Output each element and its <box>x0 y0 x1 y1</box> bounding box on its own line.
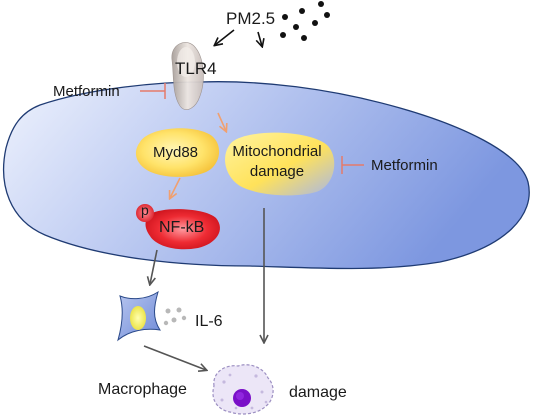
il6-label: IL-6 <box>195 313 223 330</box>
phospho-label: p <box>141 202 149 218</box>
macrophage-label: Macrophage <box>98 381 187 398</box>
damage-label: damage <box>289 384 347 401</box>
nfkb-label: NF-kB <box>159 219 205 236</box>
pm25-to-tlr4-arrow <box>215 29 235 45</box>
il6-particles <box>163 307 187 326</box>
tlr4-receptor <box>171 42 204 110</box>
metformin-label-right: Metformin <box>371 157 438 174</box>
myd88-label: Myd88 <box>153 144 199 161</box>
nfkb-shape <box>145 209 220 250</box>
pm25-down-arrow <box>258 31 262 46</box>
macrophage-to-damage-arrow <box>143 345 206 370</box>
macrophage-cell-icon <box>117 290 162 342</box>
pm25-label: PM2.5 <box>226 9 276 28</box>
tlr4-to-mito-arrow <box>217 112 226 131</box>
pm25-particles <box>280 1 330 41</box>
mitochondrial-damage-shape <box>225 132 335 196</box>
mito-label-line1: Mitochondrial <box>232 143 322 160</box>
damaged-cell-icon <box>212 364 274 415</box>
nfkb-to-macrophage-arrow <box>150 249 158 284</box>
metformin-inhibit-tlr4 <box>140 83 166 99</box>
tlr4-label: TLR4 <box>175 59 217 78</box>
metformin-inhibit-mito <box>341 156 364 174</box>
myd88-shape <box>135 128 220 177</box>
myd88-to-nfkb-arrow <box>170 177 181 198</box>
metformin-label-left: Metformin <box>53 83 120 100</box>
phospho-marker <box>136 204 154 222</box>
mito-label-line2: damage <box>249 163 305 180</box>
